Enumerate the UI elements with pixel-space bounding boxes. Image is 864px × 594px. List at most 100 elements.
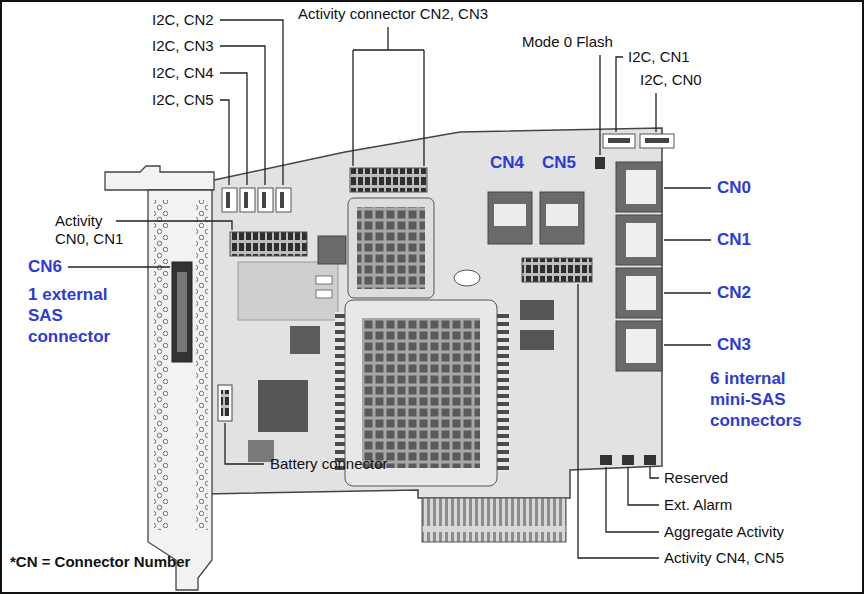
- leader-line: [225, 423, 264, 464]
- component: [316, 290, 332, 298]
- vent-holes: [196, 200, 208, 530]
- connector-description: 1 external SAS connector: [28, 284, 133, 347]
- battery-connector: [218, 385, 232, 421]
- pin: [280, 192, 284, 208]
- mini-sas-port: [626, 276, 656, 310]
- leader-line: [220, 73, 247, 185]
- pin-header: [644, 455, 656, 465]
- connector-label: I2C, CN0: [640, 71, 702, 89]
- chip: [520, 300, 554, 320]
- chip: [290, 326, 320, 354]
- leader-line: [664, 239, 711, 240]
- leader-line: [616, 57, 623, 132]
- leader-line: [578, 284, 659, 558]
- external-sas-connector: [172, 262, 192, 362]
- connector-label: I2C, CN1: [628, 48, 690, 66]
- leader-line: [664, 187, 711, 188]
- pin: [262, 192, 266, 208]
- mini-sas-connector: [616, 321, 662, 371]
- edge-connector: [422, 498, 566, 542]
- connector-description: 6 internal mini-SAS connectors: [710, 368, 830, 431]
- mini-sas-connector: [616, 268, 662, 318]
- mini-sas-connector: [616, 162, 662, 212]
- leader-line: [655, 93, 656, 132]
- bracket-tab: [105, 166, 214, 190]
- connector-number: CN5: [542, 152, 576, 173]
- leader-line: [628, 467, 659, 505]
- leader-line: [650, 467, 659, 478]
- leader-line: [664, 292, 711, 293]
- connector-label: I2C, CN5: [152, 91, 214, 109]
- pin-header: [350, 168, 427, 192]
- i2c-connector: [276, 188, 291, 212]
- leader-bracket: [353, 27, 424, 166]
- mini-sas-port: [494, 204, 526, 226]
- i2c-connector: [603, 134, 635, 148]
- chip: [318, 236, 346, 264]
- crystal: [454, 270, 480, 286]
- mini-sas-connector: [540, 192, 584, 244]
- mini-sas-port: [626, 329, 656, 363]
- leader-line: [220, 100, 229, 185]
- heat-sink-fins: [497, 312, 509, 472]
- mini-sas-port: [626, 170, 656, 204]
- mini-sas-connector: [616, 215, 662, 265]
- battery-pins: [221, 390, 229, 416]
- connector-label: I2C, CN2: [152, 11, 214, 29]
- connector-number: CN6: [28, 256, 62, 277]
- mini-sas-connectors: [616, 162, 662, 371]
- connector-label: Activity connector CN2, CN3: [298, 5, 488, 23]
- chip: [520, 330, 554, 350]
- connector-number: CN3: [717, 334, 751, 355]
- leader-line: [599, 55, 600, 155]
- pin: [226, 192, 230, 208]
- leader-line: [220, 46, 265, 185]
- connector-label: Battery connector: [270, 455, 388, 473]
- pin-label: Ext. Alarm: [664, 496, 732, 514]
- mini-sas-port: [626, 223, 656, 257]
- pin-label: Aggregate Activity: [664, 523, 784, 541]
- leader-lines: [68, 20, 711, 558]
- mini-sas-port: [546, 204, 578, 226]
- vent-holes: [154, 200, 168, 530]
- connector-label: I2C, CN3: [152, 37, 214, 55]
- component: [316, 276, 332, 284]
- leader-line: [220, 20, 283, 185]
- jumper-label: Mode 0 Flash: [522, 33, 613, 51]
- i2c-connector: [240, 188, 255, 212]
- leader-line: [116, 221, 232, 230]
- connector-number: CN0: [717, 177, 751, 198]
- connector-label: I2C, CN4: [152, 64, 214, 82]
- mini-sas-connector: [488, 192, 532, 244]
- chip: [258, 380, 308, 432]
- component-area: [238, 262, 338, 320]
- i2c-connector: [258, 188, 273, 212]
- pin-header: [230, 232, 307, 256]
- heat-sink: [348, 198, 434, 298]
- leader-line: [68, 266, 170, 267]
- heat-sink-fins: [357, 207, 425, 289]
- footnote: *CN = Connector Number: [10, 553, 190, 571]
- pin-label: Reserved: [664, 469, 728, 487]
- i2c-connector: [222, 188, 237, 212]
- pin-header: [522, 258, 592, 282]
- connector-label: Activity CN0, CN1: [55, 212, 135, 248]
- jumper: [595, 157, 605, 169]
- connector-number: CN4: [490, 152, 524, 173]
- pin: [244, 192, 248, 208]
- leader-line: [606, 467, 659, 532]
- circuit-board: [205, 128, 662, 498]
- connector-number: CN2: [717, 282, 751, 303]
- pin: [645, 138, 669, 143]
- mounting-bracket: [148, 190, 212, 590]
- connector-number: CN1: [717, 229, 751, 250]
- i2c-connectors: [222, 188, 291, 212]
- pin-header: [622, 455, 634, 465]
- leader-line: [664, 344, 711, 345]
- external-sas-port: [177, 272, 187, 352]
- pin: [608, 138, 630, 143]
- connector-label: Activity CN4, CN5: [664, 549, 784, 567]
